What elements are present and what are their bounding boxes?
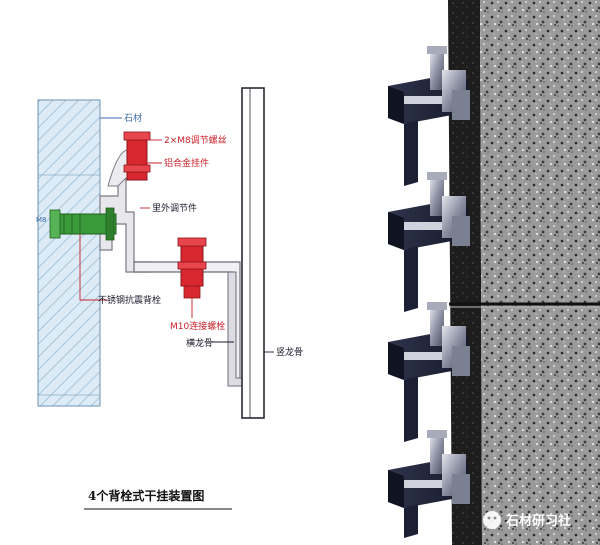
- bracket-assembly-3: [388, 302, 470, 442]
- stone-edge: [448, 0, 482, 545]
- label-vertical-keel: 竖龙骨: [276, 346, 303, 358]
- watermark-text: 石材研习社: [505, 513, 571, 529]
- connect-bolt-tail: [183, 285, 201, 299]
- label-connect-bolt: M10连接螺栓: [170, 320, 225, 332]
- diagram-caption: 4个背栓式干挂装置图: [88, 488, 204, 503]
- watermark: 石材研习社: [483, 511, 571, 529]
- section-drawing: 石材 2×M8调节螺丝 铝合金挂件 里外调节件 不锈钢抗震背栓 M10连接螺栓 …: [36, 87, 303, 510]
- render-illustration: 石材研习社: [388, 0, 600, 545]
- bracket-assembly-1: [388, 46, 470, 186]
- leader-anchor: [79, 234, 108, 301]
- wechat-icon: [483, 511, 501, 529]
- label-m8: M8: [36, 216, 47, 224]
- connect-bolt-nut: [177, 261, 207, 270]
- adjust-bolt: [126, 133, 148, 181]
- connect-bolt-head: [177, 237, 207, 247]
- anchor-washer: [105, 207, 115, 241]
- adjust-bolt-nut: [123, 164, 151, 173]
- bracket-assembly-4: [388, 430, 470, 538]
- label-inner-outer: 里外调节件: [152, 202, 197, 214]
- label-stone: 石材: [124, 112, 142, 124]
- label-anchor-bolt: 不锈钢抗震背栓: [98, 294, 161, 306]
- stone-slab: [37, 99, 101, 407]
- adjust-bolt-head: [123, 131, 151, 141]
- label-horizontal-keel: 横龙骨: [186, 337, 213, 349]
- bracket-assembly-2: [388, 172, 470, 312]
- label-adjust-bolt: 2×M8调节螺丝: [164, 134, 227, 146]
- anchor-bolt-end: [49, 209, 61, 239]
- label-alu-piece: 铝合金挂件: [164, 157, 209, 169]
- granite-face: [480, 0, 600, 545]
- vertical-keel: [241, 87, 265, 419]
